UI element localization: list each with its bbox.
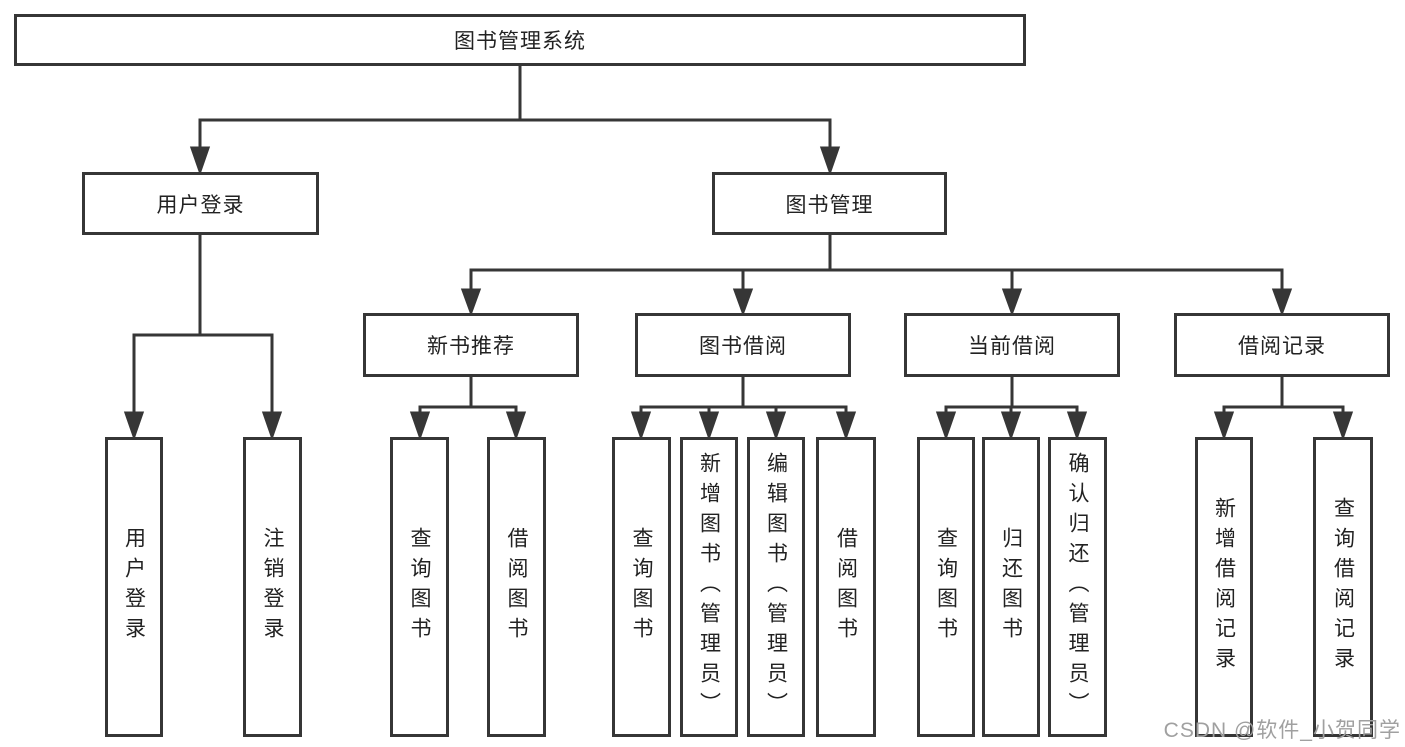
connector-root	[189, 66, 841, 176]
arrow-down-icon	[1271, 288, 1293, 317]
arrow-down-icon	[765, 411, 787, 441]
arrow-down-icon	[189, 146, 211, 176]
connector-book-management	[460, 235, 1293, 317]
leaf-query-book-current: 查询图书	[917, 437, 975, 737]
connector-borrow-record	[1213, 377, 1354, 441]
arrow-down-icon	[1213, 411, 1235, 441]
leaf-query-book-borrow: 查询图书	[612, 437, 671, 737]
arrow-down-icon	[1000, 411, 1022, 441]
arrow-down-icon	[819, 146, 841, 176]
node-user-login: 用户登录	[82, 172, 319, 235]
leaf-add-book-admin: 新增图书（管理员）	[680, 437, 738, 737]
arrow-down-icon	[935, 411, 957, 441]
arrow-down-icon	[630, 411, 652, 441]
arrow-down-icon	[732, 288, 754, 317]
node-borrow-record: 借阅记录	[1174, 313, 1390, 377]
arrow-down-icon	[123, 411, 145, 441]
arrow-down-icon	[835, 411, 857, 441]
leaf-query-borrow-record: 查询借阅记录	[1313, 437, 1373, 737]
connector-book-borrow	[630, 377, 857, 441]
leaf-return-book: 归还图书	[982, 437, 1040, 737]
leaf-user-login: 用户登录	[105, 437, 163, 737]
node-new-book-recommend: 新书推荐	[363, 313, 579, 377]
leaf-borrow-book: 借阅图书	[816, 437, 876, 737]
arrow-down-icon	[505, 411, 527, 441]
arrow-down-icon	[1001, 288, 1023, 317]
leaf-add-borrow-record: 新增借阅记录	[1195, 437, 1253, 737]
arrow-down-icon	[698, 411, 720, 441]
arrow-down-icon	[409, 411, 431, 441]
csdn-watermark: CSDN @软件_小贺同学	[1163, 719, 1401, 742]
arrow-down-icon	[460, 288, 482, 317]
arrow-down-icon	[1332, 411, 1354, 441]
leaf-query-book-recommend: 查询图书	[390, 437, 449, 737]
node-book-borrow: 图书借阅	[635, 313, 851, 377]
connector-user-login	[123, 235, 283, 441]
leaf-edit-book-admin: 编辑图书（管理员）	[747, 437, 805, 737]
connector-current-borrow	[935, 377, 1088, 441]
arrow-down-icon	[261, 411, 283, 441]
arrow-down-icon	[1066, 411, 1088, 441]
leaf-logout: 注销登录	[243, 437, 302, 737]
node-current-borrow: 当前借阅	[904, 313, 1120, 377]
connector-new-book-recommend	[409, 377, 527, 441]
node-book-management: 图书管理	[712, 172, 947, 235]
node-root-system: 图书管理系统	[14, 14, 1026, 66]
leaf-confirm-return-admin: 确认归还（管理员）	[1048, 437, 1107, 737]
leaf-borrow-book-recommend: 借阅图书	[487, 437, 546, 737]
